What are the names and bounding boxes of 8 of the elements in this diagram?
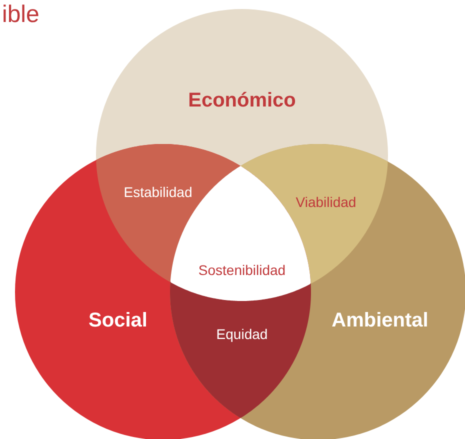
- region-label: Estabilidad: [124, 184, 192, 200]
- region-label: Sostenibilidad: [198, 262, 286, 278]
- region-label: Viabilidad: [296, 194, 356, 210]
- circle-label: Ambiental: [332, 310, 428, 332]
- region-label: Equidad: [216, 326, 268, 342]
- title-fragment: ible: [2, 2, 40, 28]
- circle-label: Social: [88, 310, 148, 332]
- circle-label: Económico: [188, 90, 296, 112]
